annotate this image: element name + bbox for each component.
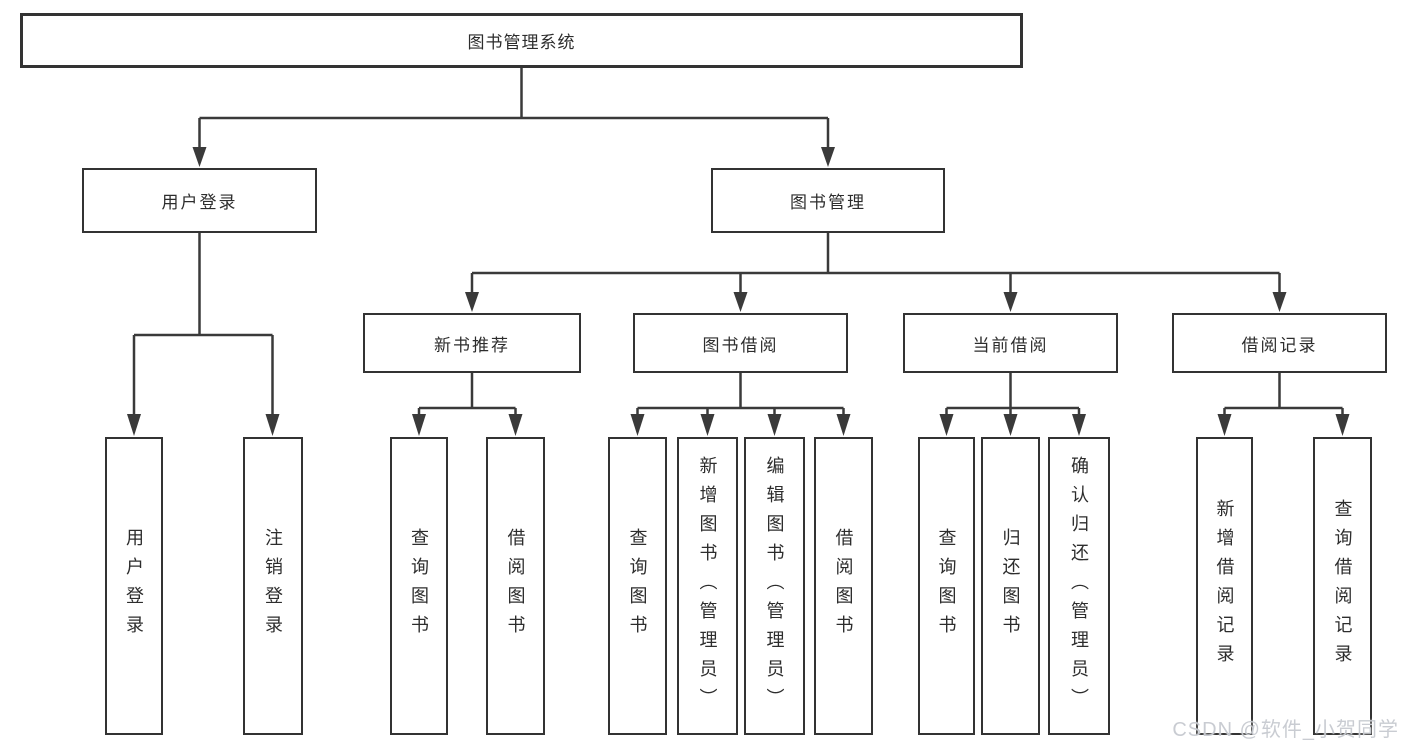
node-user-login: 用户登录 bbox=[82, 168, 317, 233]
leaf-add-borrow-record: 新增借阅记录 bbox=[1196, 437, 1253, 735]
leaf-query-borrow-record: 查询借阅记录 bbox=[1313, 437, 1372, 735]
leaf-user-login-label: 用户登录 bbox=[124, 528, 144, 644]
leaf-logout-label: 注销登录 bbox=[263, 528, 283, 644]
leaf-add-books-admin: 新增图书（管理员） bbox=[677, 437, 738, 735]
leaf-add-books-admin-label: 新增图书（管理员） bbox=[697, 455, 718, 717]
leaf-query-books-1-label: 查询图书 bbox=[409, 528, 429, 644]
node-current-borrow-label: 当前借阅 bbox=[972, 335, 1049, 355]
leaf-query-books-2-label: 查询图书 bbox=[627, 528, 648, 644]
node-new-book-recommend-label: 新书推荐 bbox=[434, 335, 510, 355]
leaf-return-books: 归还图书 bbox=[981, 437, 1040, 735]
node-book-borrow: 图书借阅 bbox=[633, 313, 848, 373]
leaf-query-books-3: 查询图书 bbox=[918, 437, 975, 735]
leaf-confirm-return-admin: 确认归还（管理员） bbox=[1048, 437, 1110, 735]
leaf-borrow-books-2-label: 借阅图书 bbox=[833, 528, 854, 644]
leaf-return-books-label: 归还图书 bbox=[1000, 528, 1021, 644]
leaf-query-books-3-label: 查询图书 bbox=[936, 528, 957, 644]
node-root-label: 图书管理系统 bbox=[467, 33, 576, 52]
node-book-management-label: 图书管理 bbox=[790, 193, 866, 212]
node-new-book-recommend: 新书推荐 bbox=[363, 313, 581, 373]
watermark: CSDN @软件_小贺同学 bbox=[1172, 719, 1399, 741]
leaf-borrow-books-1-label: 借阅图书 bbox=[505, 528, 526, 644]
leaf-query-borrow-record-label: 查询借阅记录 bbox=[1332, 499, 1353, 673]
leaf-query-books-2: 查询图书 bbox=[608, 437, 667, 735]
leaf-user-login: 用户登录 bbox=[105, 437, 163, 735]
leaf-confirm-return-admin-label: 确认归还（管理员） bbox=[1069, 455, 1089, 717]
node-book-management: 图书管理 bbox=[711, 168, 945, 233]
leaf-borrow-books-2: 借阅图书 bbox=[814, 437, 873, 735]
node-borrow-records-label: 借阅记录 bbox=[1241, 335, 1318, 355]
node-user-login-label: 用户登录 bbox=[161, 193, 238, 212]
node-current-borrow: 当前借阅 bbox=[903, 313, 1118, 373]
leaf-logout: 注销登录 bbox=[243, 437, 303, 735]
node-root: 图书管理系统 bbox=[20, 13, 1023, 68]
node-book-borrow-label: 图书借阅 bbox=[702, 335, 779, 355]
leaf-add-borrow-record-label: 新增借阅记录 bbox=[1214, 499, 1235, 673]
leaf-query-books-1: 查询图书 bbox=[390, 437, 448, 735]
node-borrow-records: 借阅记录 bbox=[1172, 313, 1387, 373]
leaf-edit-books-admin: 编辑图书（管理员） bbox=[744, 437, 805, 735]
leaf-edit-books-admin-label: 编辑图书（管理员） bbox=[764, 455, 785, 717]
leaf-borrow-books-1: 借阅图书 bbox=[486, 437, 545, 735]
